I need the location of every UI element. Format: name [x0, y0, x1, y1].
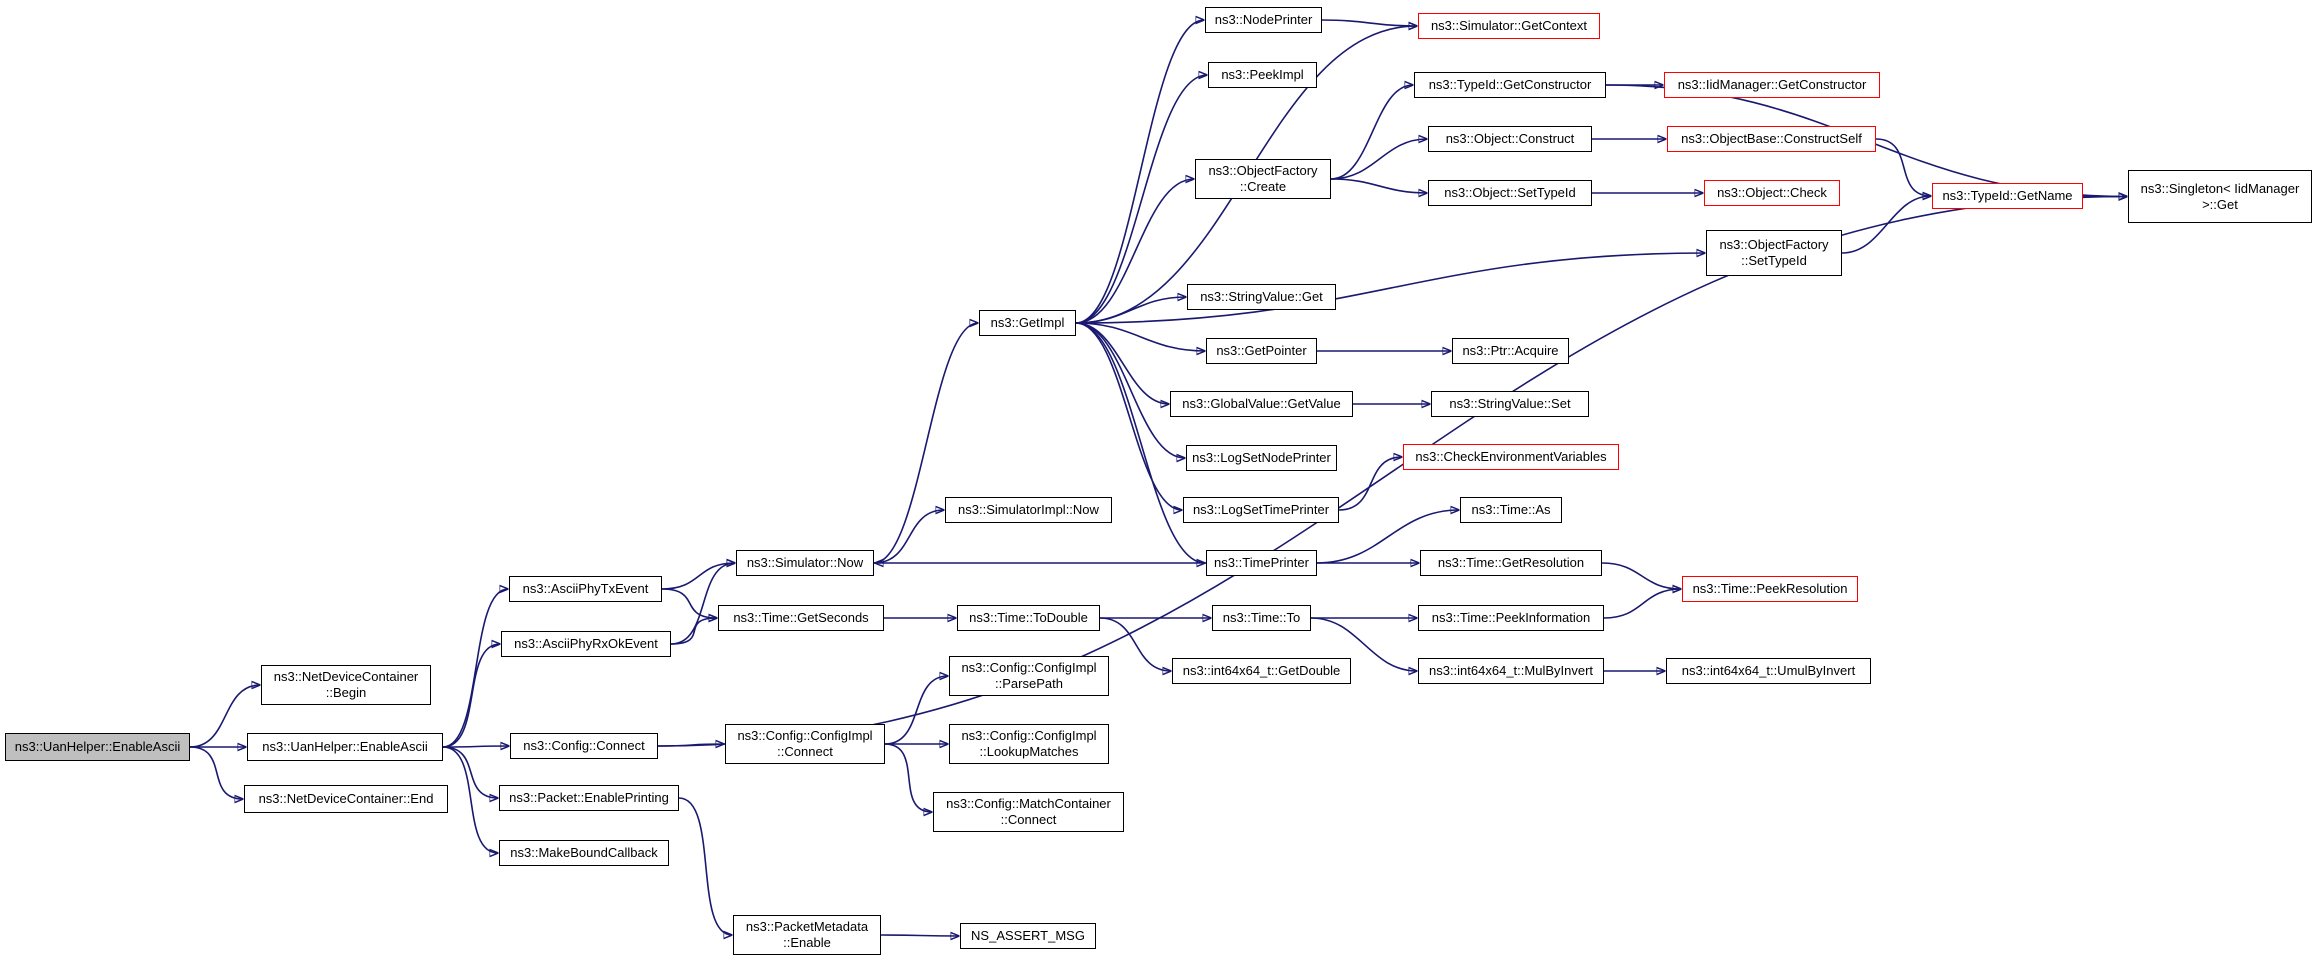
edge-root-to-ndcBegin	[189, 685, 260, 748]
node-ndcBegin[interactable]: ns3::NetDeviceContainer ::Begin	[261, 665, 431, 705]
edge-getImpl-to-ofSetTypeId	[1075, 253, 1705, 324]
node-root[interactable]: ns3::UanHelper::EnableAscii	[5, 733, 190, 761]
node-objSetTypeId[interactable]: ns3::Object::SetTypeId	[1428, 180, 1592, 206]
edge-getImpl-to-logNode	[1075, 322, 1185, 458]
node-pktEnable[interactable]: ns3::Packet::EnablePrinting	[499, 785, 679, 811]
node-peekImpl[interactable]: ns3::PeekImpl	[1208, 62, 1317, 88]
edge-logTime-to-checkEnv	[1338, 457, 1402, 511]
node-mcConnect[interactable]: ns3::Config::MatchContainer ::Connect	[933, 792, 1124, 832]
edge-asciiTx-to-simNow	[661, 563, 735, 590]
edge-cfgImplConnect-to-parsePath	[884, 676, 948, 745]
node-getSeconds[interactable]: ns3::Time::GetSeconds	[718, 605, 884, 631]
edge-ofCreate-to-objConstruct	[1330, 139, 1427, 180]
edge-tidGetName-to-singletonGet	[2082, 196, 2127, 197]
edge-cfgImplConnect-to-mcConnect	[884, 743, 932, 812]
node-cfgConnect[interactable]: ns3::Config::Connect	[510, 733, 658, 759]
edge-getImpl-to-logTime	[1075, 322, 1182, 510]
node-timeTo[interactable]: ns3::Time::To	[1212, 605, 1311, 631]
node-gvGetValue[interactable]: ns3::GlobalValue::GetValue	[1170, 391, 1353, 417]
node-mulByInvert[interactable]: ns3::int64x64_t::MulByInvert	[1418, 658, 1604, 684]
edge-ofCreate-to-tidGetCtor	[1330, 85, 1413, 180]
edge-getImpl-to-svGet	[1075, 297, 1186, 324]
node-simImplNow[interactable]: ns3::SimulatorImpl::Now	[945, 497, 1112, 523]
edge-pktEnable-to-pmEnable	[678, 797, 732, 935]
node-lookupMatches[interactable]: ns3::Config::ConfigImpl ::LookupMatches	[949, 724, 1109, 764]
edge-asciiTx-to-getSeconds	[661, 588, 717, 618]
edge-enableAscii2-to-asciiTx	[442, 589, 508, 748]
node-getPointer[interactable]: ns3::GetPointer	[1206, 338, 1317, 364]
edge-enableAscii2-to-asciiRx	[442, 644, 500, 748]
node-ofSetTypeId[interactable]: ns3::ObjectFactory ::SetTypeId	[1706, 230, 1842, 276]
edge-getImpl-to-getPointer	[1075, 322, 1205, 351]
node-enableAscii2[interactable]: ns3::UanHelper::EnableAscii	[247, 733, 443, 761]
node-asciiTx[interactable]: ns3::AsciiPhyTxEvent	[509, 576, 662, 602]
edge-simNow-to-getImpl	[873, 323, 978, 564]
node-tidGetName[interactable]: ns3::TypeId::GetName	[1932, 183, 2083, 209]
node-i64GetDouble[interactable]: ns3::int64x64_t::GetDouble	[1172, 658, 1351, 684]
node-assertMsg[interactable]: NS_ASSERT_MSG	[960, 923, 1096, 949]
node-getImpl[interactable]: ns3::GetImpl	[979, 310, 1076, 336]
node-ndcEnd[interactable]: ns3::NetDeviceContainer::End	[244, 785, 448, 813]
node-simNow[interactable]: ns3::Simulator::Now	[736, 550, 874, 576]
edge-getImpl-to-timePrinter	[1075, 322, 1205, 563]
node-ofCreate[interactable]: ns3::ObjectFactory ::Create	[1195, 159, 1331, 199]
node-parsePath[interactable]: ns3::Config::ConfigImpl ::ParsePath	[949, 656, 1109, 696]
edge-getImpl-to-ofCreate	[1075, 179, 1194, 324]
node-makeBound[interactable]: ns3::MakeBoundCallback	[499, 840, 669, 866]
edge-cfgConnect-to-singletonGet	[657, 197, 2127, 747]
edge-simNow-to-simImplNow	[873, 510, 944, 564]
edge-timePrinter-to-timeAs	[1316, 510, 1459, 564]
node-nodePrinter[interactable]: ns3::NodePrinter	[1205, 7, 1322, 33]
node-umulByInvert[interactable]: ns3::int64x64_t::UmulByInvert	[1666, 658, 1871, 684]
edge-ofSetTypeId-to-tidGetName	[1841, 196, 1931, 254]
node-checkEnv[interactable]: ns3::CheckEnvironmentVariables	[1403, 444, 1619, 470]
node-logTime[interactable]: ns3::LogSetTimePrinter	[1183, 497, 1339, 523]
edge-enableAscii2-to-cfgConnect	[442, 746, 509, 747]
edge-getImpl-to-nodePrinter	[1075, 20, 1204, 324]
node-toDouble[interactable]: ns3::Time::ToDouble	[957, 605, 1100, 631]
edge-root-to-ndcEnd	[189, 746, 243, 799]
node-peekResolution[interactable]: ns3::Time::PeekResolution	[1682, 576, 1858, 602]
node-objCheck[interactable]: ns3::Object::Check	[1704, 180, 1840, 206]
edge-asciiRx-to-simNow	[670, 563, 735, 645]
edge-getResolution-to-peekResolution	[1601, 562, 1681, 589]
edge-timeTo-to-mulByInvert	[1310, 617, 1417, 671]
edge-pmEnable-to-assertMsg	[880, 935, 959, 936]
node-asciiRx[interactable]: ns3::AsciiPhyRxOkEvent	[501, 631, 671, 657]
edge-nodePrinter-to-getContext	[1321, 19, 1417, 26]
node-timeAs[interactable]: ns3::Time::As	[1460, 497, 1562, 523]
node-svSet[interactable]: ns3::StringValue::Set	[1431, 391, 1589, 417]
edge-getImpl-to-peekImpl	[1075, 75, 1207, 324]
edge-toDouble-to-i64GetDouble	[1099, 617, 1171, 671]
node-cfgImplConnect[interactable]: ns3::Config::ConfigImpl ::Connect	[725, 724, 885, 764]
edge-ofCreate-to-objSetTypeId	[1330, 178, 1427, 193]
edge-enableAscii2-to-makeBound	[442, 746, 498, 853]
node-singletonGet[interactable]: ns3::Singleton< IidManager >::Get	[2128, 170, 2312, 223]
edge-enableAscii2-to-pktEnable	[442, 746, 498, 798]
node-objConstruct[interactable]: ns3::Object::Construct	[1428, 126, 1592, 152]
node-ptrAcquire[interactable]: ns3::Ptr::Acquire	[1452, 338, 1569, 364]
node-timePrinter[interactable]: ns3::TimePrinter	[1206, 550, 1317, 576]
node-pmEnable[interactable]: ns3::PacketMetadata ::Enable	[733, 915, 881, 955]
edge-obConstructSelf-to-tidGetName	[1875, 138, 1931, 196]
node-iidGetCtor[interactable]: ns3::IidManager::GetConstructor	[1664, 72, 1880, 98]
node-peekInfo[interactable]: ns3::Time::PeekInformation	[1418, 605, 1604, 631]
edge-peekInfo-to-peekResolution	[1603, 589, 1681, 619]
edge-asciiRx-to-getSeconds	[670, 618, 717, 645]
edge-getImpl-to-gvGetValue	[1075, 322, 1169, 404]
node-svGet[interactable]: ns3::StringValue::Get	[1187, 284, 1336, 310]
node-logNode[interactable]: ns3::LogSetNodePrinter	[1186, 445, 1337, 471]
node-obConstructSelf[interactable]: ns3::ObjectBase::ConstructSelf	[1667, 126, 1876, 152]
node-tidGetCtor[interactable]: ns3::TypeId::GetConstructor	[1414, 72, 1606, 98]
node-getResolution[interactable]: ns3::Time::GetResolution	[1420, 550, 1602, 576]
node-getContext[interactable]: ns3::Simulator::GetContext	[1418, 13, 1600, 39]
